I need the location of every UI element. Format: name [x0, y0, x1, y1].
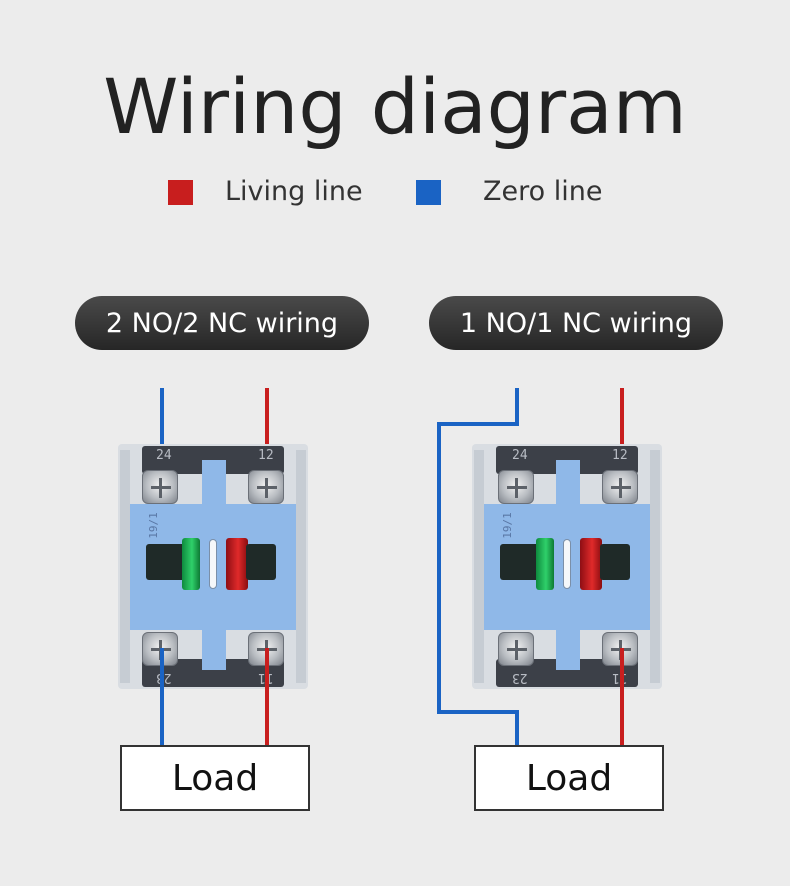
block-rib: [296, 450, 306, 683]
indicator-housing: [500, 544, 540, 580]
contact-block-right: 24 12 23 11 19/1: [472, 444, 662, 689]
terminal-label: 24: [512, 448, 528, 463]
indicator-slot: [209, 539, 217, 589]
terminal-screw: [602, 470, 638, 504]
living-line-wire-top: [265, 388, 269, 478]
zero-line-swatch: [416, 180, 441, 205]
zero-line-wire-top: [160, 388, 164, 468]
no-contact-indicator: [182, 538, 200, 590]
zero-line-wire-bottom: [160, 648, 164, 746]
legend-living-line: Living line: [225, 176, 363, 207]
indicator-housing: [146, 544, 186, 580]
block-rib: [650, 450, 660, 683]
indicator-housing: [246, 544, 276, 580]
load-box-left: Load: [120, 745, 310, 811]
terminal-screw: [498, 632, 534, 666]
block-tab: [202, 460, 226, 510]
block-mark: 19/1: [146, 512, 160, 539]
terminal-label: 23: [512, 670, 528, 685]
indicator-slot: [563, 539, 571, 589]
zero-line-wire-top: [515, 388, 519, 425]
diagram-label-left: 2 NO/2 NC wiring: [75, 296, 369, 350]
zero-line-wire-jumper: [437, 710, 519, 714]
terminal-label: 12: [612, 448, 628, 463]
page-title: Wiring diagram: [103, 62, 687, 151]
block-tab: [556, 624, 580, 670]
load-box-right: Load: [474, 745, 664, 811]
terminal-label: 24: [156, 448, 172, 463]
no-contact-indicator: [536, 538, 554, 590]
nc-contact-indicator: [580, 538, 602, 590]
living-line-wire-bottom: [265, 648, 269, 746]
terminal-screw: [248, 470, 284, 504]
nc-contact-indicator: [226, 538, 248, 590]
terminal-screw: [498, 470, 534, 504]
diagram-label-right: 1 NO/1 NC wiring: [429, 296, 723, 350]
contact-block-left: 24 12 23 11 19/1: [118, 444, 308, 689]
terminal-screw: [142, 470, 178, 504]
zero-line-wire-jumper: [437, 422, 519, 426]
legend-zero-line: Zero line: [483, 176, 603, 207]
block-rib: [120, 450, 130, 683]
block-mark: 19/1: [500, 512, 514, 539]
block-tab: [556, 460, 580, 510]
indicator-housing: [600, 544, 630, 580]
living-line-wire-bottom: [620, 648, 624, 746]
zero-line-wire-jumper: [437, 422, 441, 714]
living-line-wire-top: [620, 388, 624, 478]
living-line-swatch: [168, 180, 193, 205]
zero-line-wire-bottom: [515, 710, 519, 746]
block-rib: [474, 450, 484, 683]
block-tab: [202, 624, 226, 670]
terminal-label: 12: [258, 448, 274, 463]
